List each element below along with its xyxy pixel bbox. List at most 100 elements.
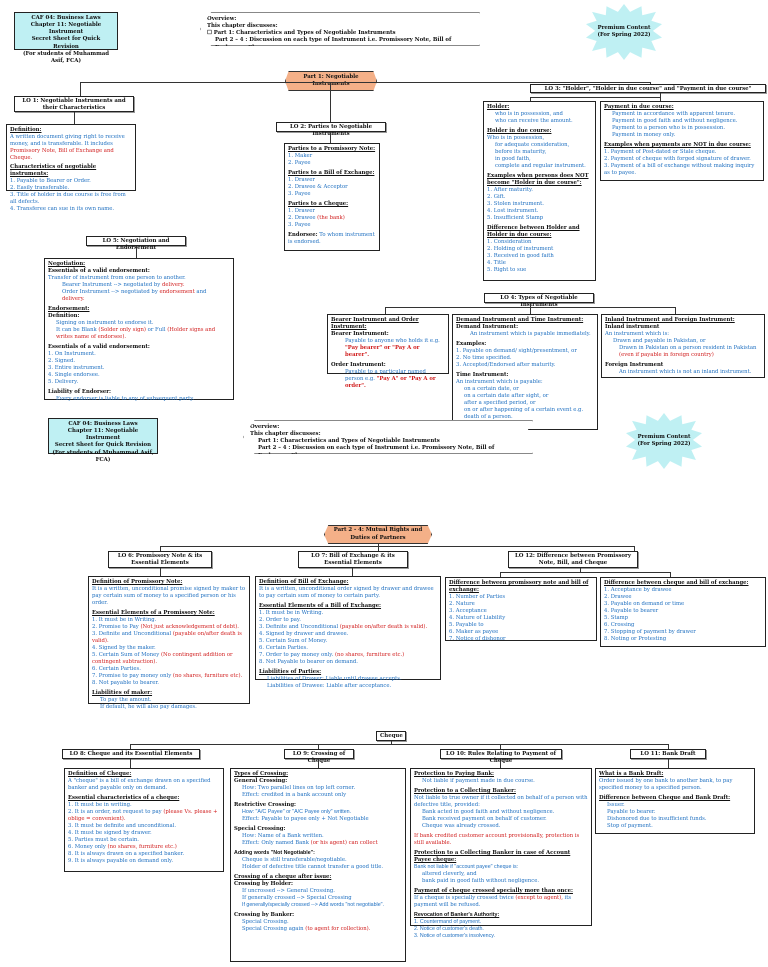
- general-heading: General Crossing:: [234, 777, 288, 784]
- definition-heading: Definition of Bill of Exchange:: [259, 579, 349, 585]
- header-box-1: CAF 04: Business Laws Chapter 11: Negoti…: [14, 12, 118, 64]
- premium-line: (For Spring 2022): [597, 32, 651, 38]
- bearer-order-heading: Bearer Instrument and Order Instrument:: [331, 317, 419, 330]
- list-item: 4. Signed by the maker.: [92, 644, 156, 651]
- lo9-title: LO 9: Crossing of Cheque: [284, 749, 354, 764]
- list-item: An instrument which is payable:: [456, 378, 543, 385]
- list-item: 3. Payee: [288, 221, 311, 228]
- header-line: Chapter 11: Negotiable Instrument: [30, 22, 102, 36]
- list-item: 5. Certain Sum of Money (No contingent a…: [92, 651, 233, 665]
- endorsement-heading: Endorsement:: [48, 305, 90, 312]
- text-line: Cheque is still transferable/negotiable.: [242, 856, 347, 863]
- list-item: 3. Definite and Unconditional (payable o…: [259, 623, 428, 630]
- list-item: in good faith,: [495, 155, 531, 162]
- demand-time-heading: Demand Instrument and Time Instrument:: [456, 317, 584, 323]
- list-item: 5. Payable to: [449, 621, 484, 628]
- overview-line: This chapter discusses:: [207, 23, 278, 30]
- examples-heading: Examples:: [456, 340, 487, 347]
- list-item: 7. Notice of dishonor: [449, 635, 506, 642]
- list-item: 2. Payee: [288, 159, 311, 166]
- list-item: Payment in accordance with apparent tenu…: [612, 110, 736, 117]
- overview-line: Part 2 – 4 : Discussion on each type of …: [258, 445, 495, 459]
- list-item: 7. Order to pay money only. (no shares, …: [259, 651, 405, 658]
- collecting-heading: Protection to a Collecting Banker:: [414, 787, 516, 794]
- list-item: 5. Insufficient Stamp: [487, 214, 544, 221]
- list-item: 6. Crossing: [604, 621, 635, 628]
- lo4-bearer-box: Bearer Instrument and Order Instrument: …: [327, 314, 449, 389]
- definition-heading: Definition:: [48, 312, 80, 319]
- account-payee-heading: Protection to a Collecting Banker in cas…: [414, 849, 571, 863]
- lo12-pb-box: Difference between promissory note and b…: [445, 577, 597, 642]
- definition-heading: Definition of Promissory Note:: [92, 579, 183, 585]
- bearer-heading: Bearer Instrument:: [331, 330, 389, 337]
- premium-line: Premium Content: [637, 434, 691, 441]
- text-line: If bank credited customer account provis…: [414, 832, 580, 846]
- difference-heading: Difference between Holder and Holder in …: [487, 224, 580, 238]
- list-item: 4. It must be signed by drawer.: [68, 829, 152, 836]
- list-item: on or after happening of a certain event…: [464, 406, 584, 420]
- list-item: Liabilities of Drawer: Liable until draw…: [267, 675, 402, 682]
- banker-heading: Crossing by Banker:: [234, 911, 295, 918]
- lo4-demand-box: Demand Instrument and Time Instrument: D…: [452, 314, 598, 430]
- list-item: 2. Gift.: [487, 193, 506, 200]
- liabilities-heading: Liabilities of Parties:: [259, 668, 322, 675]
- text-line: bank paid in good faith without negligen…: [422, 877, 540, 884]
- order-heading: Order Instrument:: [331, 361, 386, 368]
- definition-text: It is a written, unconditional order sig…: [259, 585, 434, 599]
- list-item: complete and regular instrument.: [495, 162, 586, 169]
- list-item: who can receive the amount.: [495, 117, 573, 124]
- text-line: If generally crossed --> Special Crossin…: [242, 894, 352, 901]
- draft-heading: What is a Bank Draft:: [599, 771, 664, 777]
- list-item: 2. Holding of instrument: [487, 245, 554, 252]
- lo12-title: LO 12: Difference between Promissory Not…: [508, 551, 638, 568]
- list-item: Stop of payment.: [607, 822, 653, 829]
- list-item: 5. Parties must be certain.: [68, 836, 139, 843]
- special-twice-heading: Payment of cheque crossed specially more…: [414, 887, 573, 894]
- text-line: If a cheque is specially crossed twice (…: [414, 894, 572, 908]
- essentials-heading: Essentials of a valid endorsement:: [48, 343, 150, 350]
- text-line: Order Instrument --> negotiated by endor…: [62, 288, 207, 302]
- overview-line: Part 2 – 4 : Discussion on each type of …: [215, 37, 452, 51]
- list-item: Liabilities of Drawee: Liable after acce…: [267, 682, 392, 689]
- list-item: 1. Drawer: [288, 176, 315, 183]
- list-item: 2. No time specified.: [456, 354, 512, 361]
- not-negotiable-heading: Adding words "Not Negotiable":: [234, 849, 315, 856]
- time-heading: Time Instrument:: [456, 371, 509, 378]
- overview-line: Part 1: Characteristics and Types of Neg…: [258, 438, 440, 445]
- text-line: Special Crossing again (to agent for col…: [242, 925, 371, 932]
- restrictive-heading: Restrictive Crossing:: [234, 801, 297, 808]
- list-item: 1. On Instrument.: [48, 350, 96, 357]
- text-line: Special Crossing.: [242, 918, 289, 925]
- list-item: 5. Certain Sum of Money.: [259, 637, 328, 644]
- list-item: 6. Certain Parties.: [92, 665, 141, 672]
- definition-text: A "cheque" is a bill of exchange drawn o…: [68, 777, 211, 791]
- text-line: Payable to anyone who holds it e.g. "Pay…: [345, 337, 440, 358]
- list-item: 1. Payable to Bearer or Order.: [10, 177, 91, 184]
- list-item: Who is in possession,: [487, 134, 545, 141]
- text-line: Order issued by one bank to another bank…: [599, 777, 733, 791]
- list-item: 2. Signed.: [48, 357, 76, 364]
- lo3-holder-box: Holder: who is in possession, and who ca…: [483, 101, 596, 281]
- list-item: 3. Stolen instrument.: [487, 200, 544, 207]
- text-line: If generally/specially crossed --> Add w…: [242, 901, 384, 908]
- text-line: How: Two parallel lines on top left corn…: [242, 784, 356, 791]
- essentials-heading: Essentials of a valid endorsement:: [48, 267, 150, 274]
- overview-line: This chapter discusses:: [250, 431, 321, 438]
- list-item: 8. Noting or Protesting: [604, 635, 667, 642]
- lo1-box: Definition: A written document giving ri…: [6, 124, 136, 212]
- text-line: Bearer Instrument --> negotiated by deli…: [62, 281, 185, 288]
- list-item: 8. It is always drawn on a specified ban…: [68, 850, 185, 857]
- list-item: on a certain date after sight, or: [464, 392, 549, 399]
- list-item: after a specified period, or: [464, 399, 536, 406]
- list-item: 8. Not payable to bearer.: [92, 679, 159, 686]
- list-item: 2. Easily transferable.: [10, 184, 70, 191]
- payment-heading: Payment in due course:: [604, 104, 674, 110]
- list-item: 5. Stamp: [604, 614, 629, 621]
- lo5-box: Negotiation: Essentials of a valid endor…: [44, 258, 234, 402]
- list-item: 4. Payable to bearer: [604, 607, 659, 614]
- negotiation-heading: Negotiation:: [48, 261, 86, 267]
- list-item: 1. Maker: [288, 152, 313, 159]
- lo4-title: LO 4: Types of Negotiable Instruments: [484, 293, 594, 308]
- overview-box-1: Overview: This chapter discusses: ☐ Part…: [200, 12, 480, 46]
- liabilities-heading: Liabilities of maker:: [92, 689, 153, 696]
